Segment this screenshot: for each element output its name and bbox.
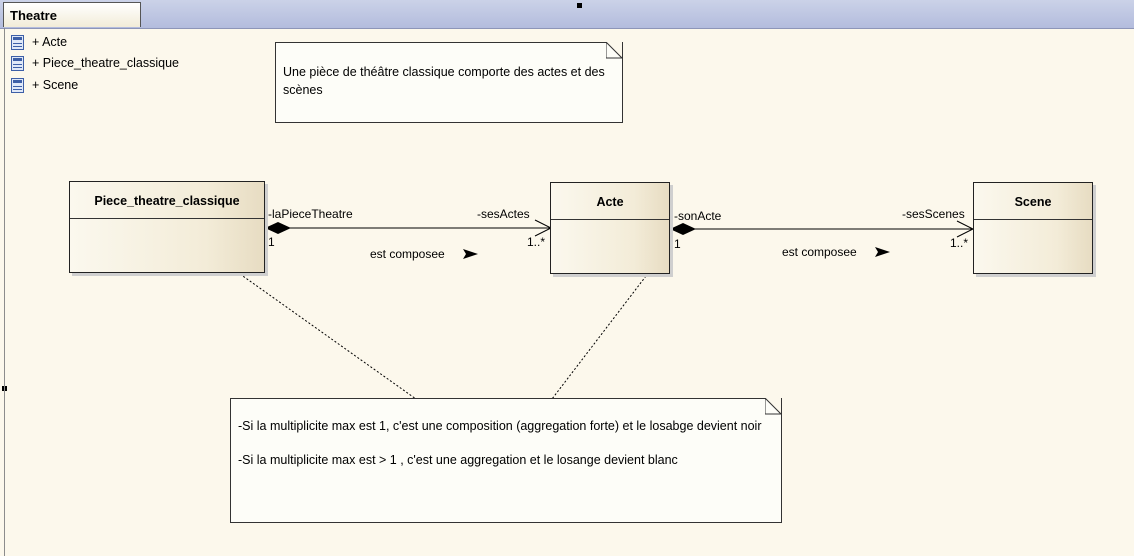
tree-item-label: + Piece_theatre_classique: [32, 56, 179, 70]
note-anchor-piece: [239, 273, 417, 400]
selection-handle-top[interactable]: [577, 3, 582, 8]
note-fold-icon: [606, 42, 623, 59]
assoc2-target-role: -sesScenes: [902, 207, 965, 221]
assoc1-source-multiplicity: 1: [268, 235, 275, 249]
assoc1-target-role: -sesActes: [477, 207, 530, 221]
diagram-tab[interactable]: Theatre: [3, 2, 141, 27]
note-top-text: Une pièce de théâtre classique comporte …: [283, 65, 605, 97]
note-fold-icon: [765, 398, 782, 415]
assoc2-direction-icon: [875, 247, 890, 257]
tree-item-label: + Acte: [32, 35, 68, 49]
class-icon: [11, 78, 24, 94]
assoc2-source-multiplicity: 1: [674, 237, 681, 251]
note-bottom-line2: -Si la multiplicite max est > 1 , c'est …: [238, 453, 678, 467]
assoc2-name: est composee: [782, 245, 857, 259]
assoc1-source-role: -laPieceTheatre: [268, 207, 353, 221]
class-scene-name: Scene: [974, 183, 1092, 220]
assoc2-composition-diamond-icon: [670, 223, 696, 235]
note-bottom-line1: -Si la multiplicite max est 1, c'est une…: [238, 419, 762, 433]
class-acte-name: Acte: [551, 183, 669, 220]
assoc1-direction-icon: [463, 249, 478, 259]
class-piece-theatre[interactable]: Piece_theatre_classique: [69, 181, 265, 273]
class-scene[interactable]: Scene: [973, 182, 1093, 274]
assoc2-target-multiplicity: 1..*: [950, 236, 969, 250]
assoc1-target-multiplicity: 1..*: [527, 235, 546, 249]
class-piece-name: Piece_theatre_classique: [70, 182, 264, 219]
class-icon: [11, 35, 24, 51]
assoc1-composition-diamond-icon: [265, 222, 291, 234]
tree-item-label: + Scene: [32, 78, 79, 92]
diagram-title-bar: Theatre: [0, 0, 1134, 29]
note-anchor-acte: [551, 275, 647, 400]
note-bottom[interactable]: -Si la multiplicite max est 1, c'est une…: [230, 398, 782, 523]
note-bottom-text: -Si la multiplicite max est 1, c'est une…: [238, 417, 769, 469]
tree-item-piece[interactable]: + Piece_theatre_classique: [11, 54, 179, 72]
class-icon: [11, 56, 24, 72]
class-acte[interactable]: Acte: [550, 182, 670, 274]
assoc2-source-role: -sonActe: [674, 209, 722, 223]
assoc1-name: est composee: [370, 247, 445, 261]
tree-item-acte[interactable]: + Acte: [11, 33, 67, 51]
frame-left-border: [4, 28, 5, 556]
tree-item-scene[interactable]: + Scene: [11, 76, 78, 94]
note-top[interactable]: Une pièce de théâtre classique comporte …: [275, 42, 623, 123]
